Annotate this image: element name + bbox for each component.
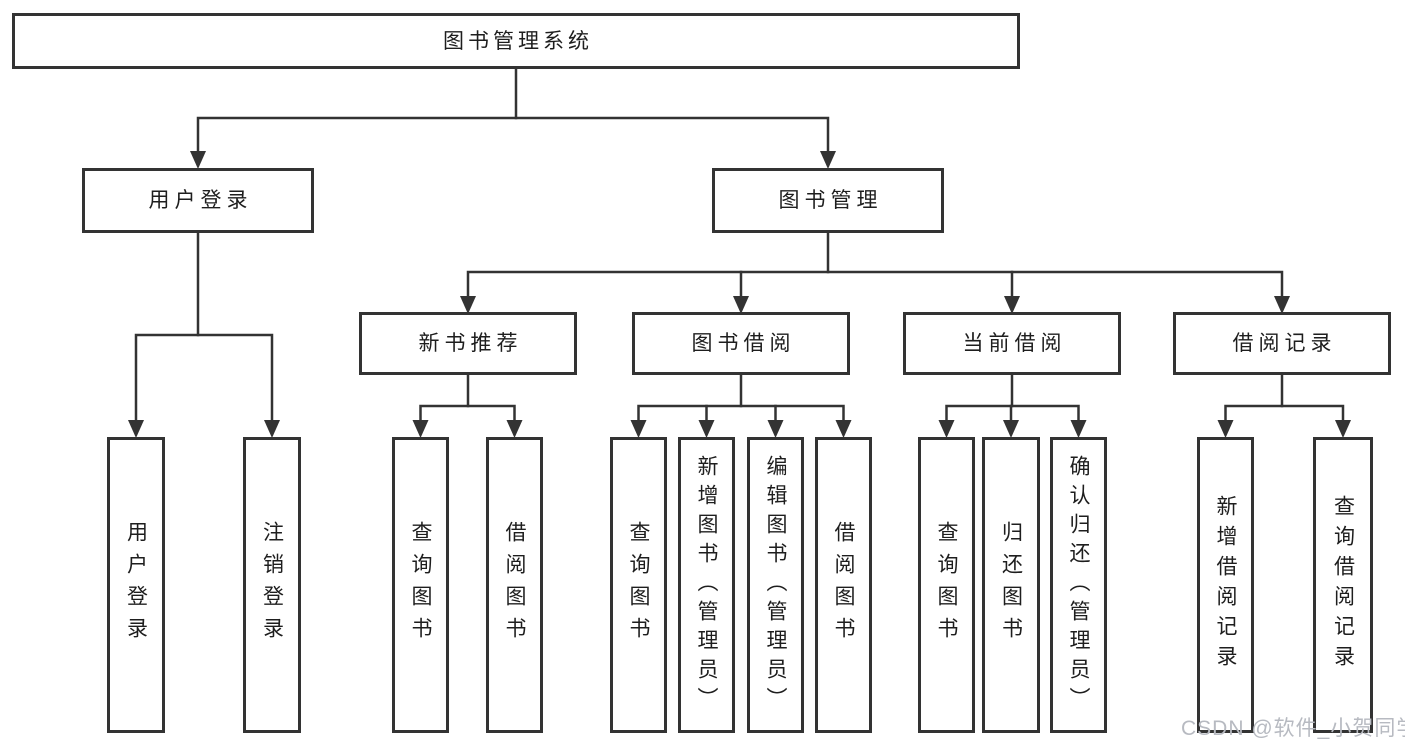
node-new-book-recommend: 新书推荐 (359, 312, 577, 375)
leaf-add-borrow-record: 新增借阅记录 (1197, 437, 1254, 733)
leaf-query-borrow-record: 查询借阅记录 (1313, 437, 1373, 733)
connector-borrow-to-children (637, 373, 845, 421)
leaf-confirm-return-admin: 确认归还（管理员） (1050, 437, 1107, 733)
leaf-borrow-books: 借阅图书 (815, 437, 872, 733)
connector-mgmt-to-level3 (466, 231, 1284, 297)
leaf-borrow-books-recommend: 借阅图书 (486, 437, 543, 733)
leaf-add-book-admin: 新增图书（管理员） (678, 437, 735, 733)
leaf-query-books-recommend: 查询图书 (392, 437, 449, 733)
node-book-management: 图书管理 (712, 168, 944, 233)
connector-login-to-children (134, 231, 274, 421)
leaf-logout: 注销登录 (243, 437, 301, 733)
leaf-edit-book-admin: 编辑图书（管理员） (747, 437, 804, 733)
leaf-return-book: 归还图书 (982, 437, 1040, 733)
watermark: CSDN @软件_小贺同学 (1181, 717, 1405, 740)
leaf-user-login: 用户登录 (107, 437, 165, 733)
leaf-query-books-borrow: 查询图书 (610, 437, 667, 733)
node-book-borrow: 图书借阅 (632, 312, 850, 375)
connector-current-to-children (945, 373, 1080, 421)
connector-records-to-children (1224, 373, 1345, 421)
node-root-system: 图书管理系统 (12, 13, 1020, 69)
connector-newbook-to-children (419, 373, 516, 421)
leaf-query-books-current: 查询图书 (918, 437, 975, 733)
connector-root-to-level2 (196, 67, 830, 153)
arrowheads (128, 151, 1351, 438)
node-current-borrow: 当前借阅 (903, 312, 1121, 375)
node-borrow-records: 借阅记录 (1173, 312, 1391, 375)
node-user-login: 用户登录 (82, 168, 314, 233)
